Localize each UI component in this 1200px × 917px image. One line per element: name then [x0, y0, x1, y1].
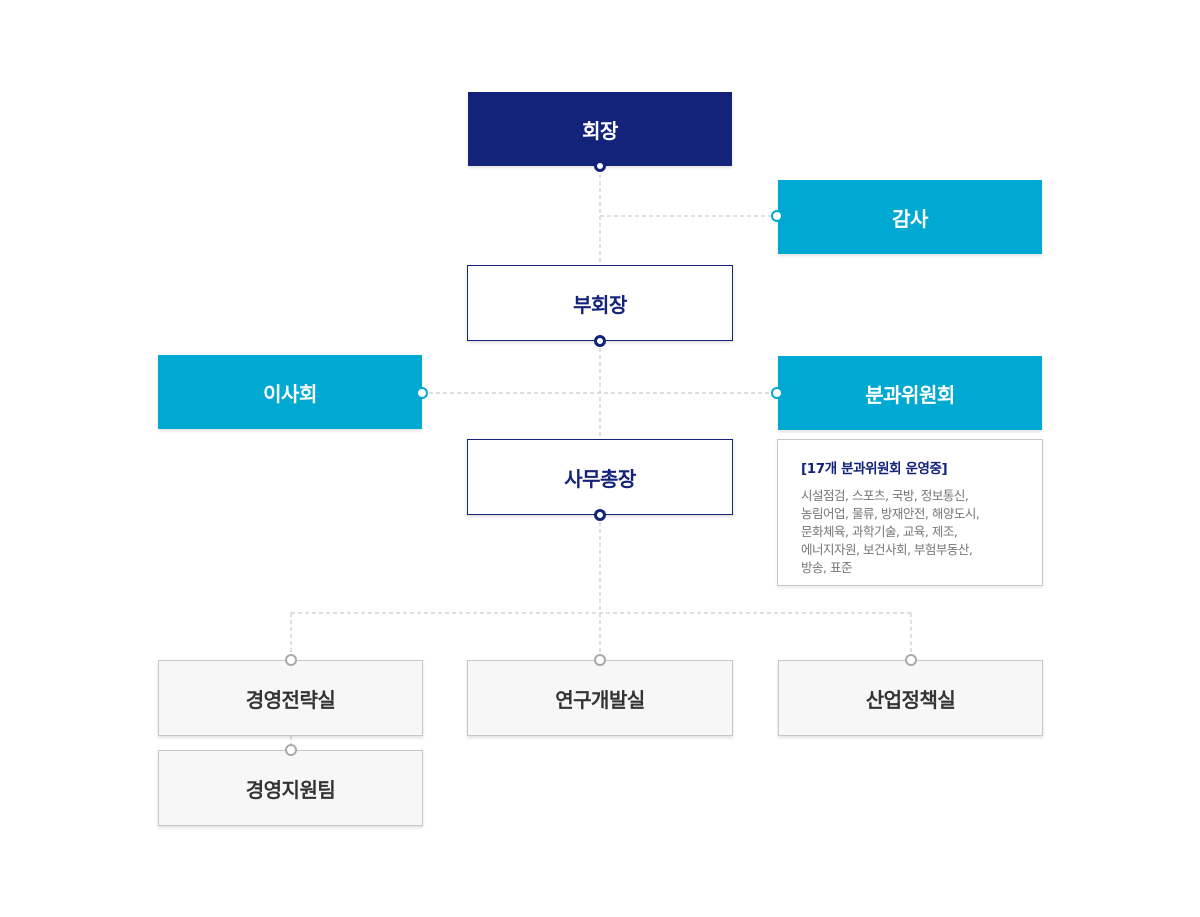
secretary-general-label: 사무총장 — [564, 466, 636, 491]
committee-info-line: 시설점검, 스포츠, 국방, 정보통신, — [801, 488, 969, 503]
committee-info-line: 문화체육, 과학기술, 교육, 제조, — [801, 524, 958, 539]
connector-node — [771, 210, 783, 222]
sub-team-support-box: 경영지원팀 — [158, 750, 423, 826]
department-policy-label: 산업정책실 — [865, 687, 956, 712]
connector-node — [594, 160, 606, 172]
department-rnd-box: 연구개발실 — [467, 660, 733, 736]
chairman-label: 회장 — [582, 118, 618, 143]
committees-box: 분과위원회 — [778, 356, 1042, 430]
committee-info-panel: [17개 분과위원회 운영중] 시설점검, 스포츠, 국방, 정보통신, 농림어… — [777, 439, 1043, 586]
department-strategy-label: 경영전략실 — [245, 687, 336, 712]
vice-chairman-box: 부회장 — [467, 265, 733, 341]
committees-label: 분과위원회 — [865, 382, 955, 407]
department-strategy-box: 경영전략실 — [158, 660, 423, 736]
chairman-box: 회장 — [468, 92, 732, 166]
connector-node — [285, 654, 297, 666]
committee-info-line: 에너지자원, 보건사회, 부험부동산, — [801, 542, 973, 557]
auditor-box: 감사 — [778, 180, 1042, 254]
department-policy-box: 산업정책실 — [778, 660, 1043, 736]
committee-info-line: 방송, 표준 — [801, 560, 852, 575]
committee-info-line: 농림어업, 물류, 방재안전, 해양도시, — [801, 506, 980, 521]
vice-chairman-label: 부회장 — [573, 292, 627, 317]
connector-node — [285, 744, 297, 756]
connector-node — [771, 387, 783, 399]
connector-node — [594, 654, 606, 666]
committee-info-title: [17개 분과위원회 운영중] — [801, 461, 948, 477]
board-box: 이사회 — [158, 355, 422, 429]
sub-team-support-label: 경영지원팀 — [245, 777, 336, 802]
board-label: 이사회 — [263, 381, 317, 406]
secretary-general-box: 사무총장 — [467, 439, 733, 515]
connector-node — [594, 509, 606, 521]
connector-node — [594, 335, 606, 347]
connector-node — [905, 654, 917, 666]
department-rnd-label: 연구개발실 — [555, 687, 645, 712]
connector-node — [416, 387, 428, 399]
auditor-label: 감사 — [892, 206, 928, 231]
